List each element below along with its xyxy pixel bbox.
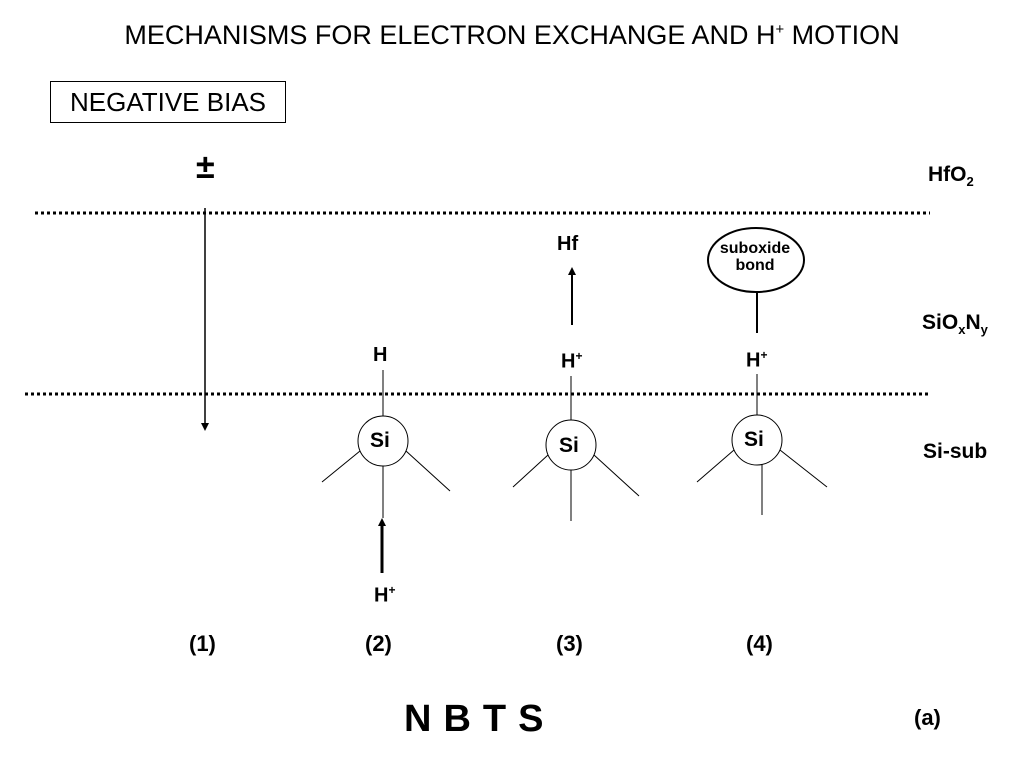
nbts-letter: N [404,698,432,740]
nbts-letter: T [482,698,507,740]
mechanism-3-h-plus-ion: H+ [561,349,583,373]
mechanism-4-si-label: Si [744,428,764,451]
mechanism-2-si-label: Si [370,429,390,452]
bias-label-box: NEGATIVE BIAS [50,81,286,123]
mechanism-2-si-atom [321,370,451,518]
slide-title: MECHANISMS FOR ELECTRON EXCHANGE AND H+ … [124,20,900,50]
panel-label: (a) [914,705,941,730]
nbts-letter: B [443,698,471,740]
layer-label-sioxny: SiOxNy [922,311,988,338]
charge-symbol: ± [196,148,215,186]
mechanism-2-number: (2) [365,631,392,656]
mechanism-3-si-label: Si [559,434,579,457]
layer-label-hfo2: HfO2 [928,163,974,190]
mechanism-1-number: (1) [189,631,216,656]
mechanism-4-h-plus-ion: H+ [746,348,768,372]
mechanism-2-h-atom: H [373,344,388,366]
bias-label: NEGATIVE BIAS [69,87,266,117]
mechanism-4-number: (4) [746,631,773,656]
mechanism-3-hf-atom: Hf [557,233,579,255]
suboxide-bond-bubble [707,227,805,293]
layer-label-si-sub: Si-sub [923,440,988,463]
mechanism-3-number: (3) [556,631,583,656]
mechanism-2-h-plus-ion: H+ [374,583,396,607]
nbts-letter: S [518,698,544,740]
mechanism-4-si-atom [696,374,828,515]
mechanism-3-si-atom [512,376,640,521]
